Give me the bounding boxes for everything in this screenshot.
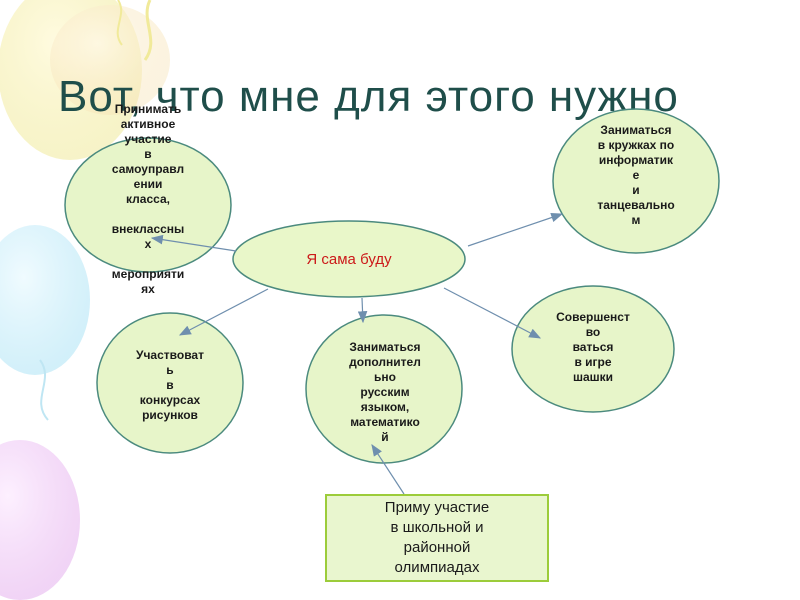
node-checkers-label: Совершенст во ваться в игре шашки [556, 310, 630, 384]
center-node-ellipse [232, 220, 466, 298]
arrow-olympiad-to-study [371, 443, 405, 495]
balloon-blue [0, 225, 90, 375]
olympiad-box: Приму участие в школьной и районной олим… [325, 494, 549, 582]
center-node-label: Я сама буду [306, 250, 392, 268]
node-extra-study: Заниматься дополнител ьно русским языком… [320, 330, 450, 455]
node-checkers-ellipse [511, 285, 675, 413]
node-clubs: Заниматься в кружках по информатик е и т… [566, 110, 706, 240]
node-checkers: Совершенст во ваться в игре шашки [530, 300, 656, 395]
balloon-string [143, 0, 153, 61]
center-node: Я сама буду [240, 244, 458, 274]
arrow-to-clubs [467, 212, 564, 247]
node-extra-study-label: Заниматься дополнител ьно русским языком… [349, 340, 421, 444]
node-self-government: Принимать активное участие в самоуправл … [78, 77, 218, 322]
node-self-government-ellipse [64, 137, 232, 273]
node-clubs-ellipse [552, 108, 720, 254]
balloon-string [116, 0, 123, 46]
arrow-to-extra-study [357, 297, 368, 324]
balloon-string [39, 359, 49, 421]
node-clubs-label: Заниматься в кружках по информатик е и т… [597, 122, 675, 227]
node-contests-ellipse [96, 312, 244, 454]
node-contests-label: Участвоват ь в конкурсах рисунков [136, 348, 204, 422]
arrow-to-contests [178, 288, 269, 336]
node-self-government-label: Принимать активное участие в самоуправл … [111, 102, 185, 296]
node-contests: Участвоват ь в конкурсах рисунков [110, 338, 230, 433]
balloon-pink [0, 440, 80, 600]
arrow-to-checkers [443, 287, 542, 339]
page-title: Вот, что мне для этого нужно [58, 72, 679, 121]
arrow-to-self-government [150, 234, 237, 252]
balloon-peach [50, 5, 170, 115]
